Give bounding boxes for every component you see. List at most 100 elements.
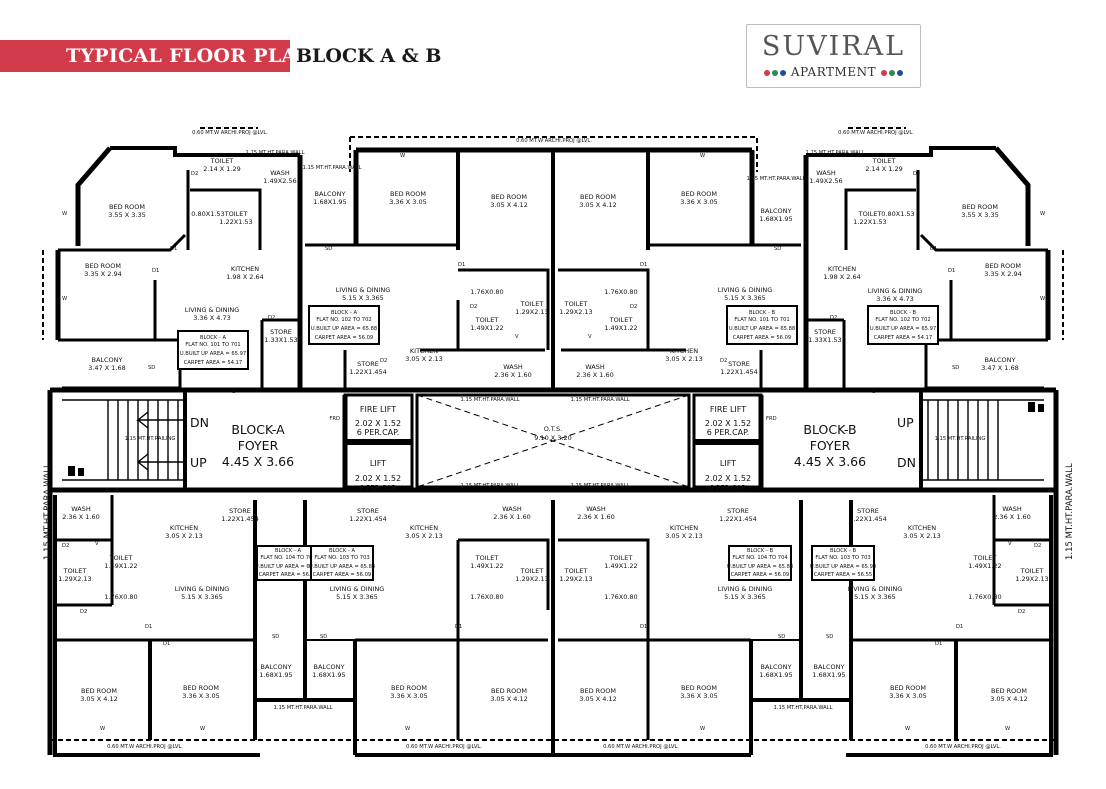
room-label: BED ROOM [491, 687, 527, 695]
room-dim: 1.68X1.95 [759, 215, 792, 223]
room-dim: 5.15 X 3.365 [724, 593, 766, 601]
room-label: LIVING & DINING [336, 286, 391, 294]
door-mark: D2 [830, 315, 837, 321]
block-a-foyer: FOYER [238, 438, 279, 453]
room-label: WASH [502, 505, 522, 513]
para-wall-label: 1.15 MT.HT.PARA.WALL [303, 165, 362, 171]
room-dim: 3.05 X 4.12 [579, 695, 617, 703]
room-label: BED ROOM [681, 684, 717, 692]
room-label: TOILET [109, 554, 133, 562]
room-dim: 3.35 X 2.94 [984, 270, 1022, 278]
room-label: KITCHEN [231, 265, 259, 273]
flat-block: BLOCK - B [830, 548, 857, 554]
door-mark: D1 [930, 246, 937, 252]
flat-number: FLAT NO. 101 TO 701 [734, 317, 789, 323]
room-label: BALCONY [91, 356, 122, 364]
room-dim: 1.49X1.22 [604, 324, 637, 332]
page-subtitle: BLOCK A & B [296, 45, 442, 67]
flat-number: FLAT NO. 103 TO 703 [314, 555, 369, 561]
door-mark: SD [272, 634, 279, 640]
flat-builtup: U.BUILT UP AREA = 65.88 [311, 326, 377, 332]
room-dim: 3.05 X 2.13 [165, 532, 203, 540]
lift-a-name: LIFT [370, 459, 386, 468]
room-label: LIVING & DINING [330, 585, 385, 593]
flat-number: FLAT NO. 103 TO 703 [815, 555, 870, 561]
room-dim: 1.22X1.53 [853, 218, 886, 226]
flat-info-boxes: BLOCK - A FLAT NO. 101 TO 701 U.BUILT UP… [177, 305, 939, 581]
vent-mark: V [95, 541, 99, 547]
window-mark: W [700, 153, 705, 159]
room-dim: 2.36 X 1.60 [576, 371, 614, 379]
door-mark: SD [826, 634, 833, 640]
flat-carpet: CARPET AREA = 54.17 [874, 335, 932, 341]
logo-dot-icon [771, 69, 778, 76]
room-label: BED ROOM [85, 262, 121, 270]
flat-block: BLOCK - A [200, 335, 227, 341]
flat-top-center-b: BED ROOM 3.05 X 4.12 BED ROOM 3.36 X 3.0… [559, 190, 772, 379]
flat-carpet: CARPET AREA = 56.55 [814, 572, 872, 578]
room-label: BED ROOM [81, 687, 117, 695]
door-mark: D2 [913, 171, 920, 177]
para-wall-right-vertical: 1.15 MT.HT.PARA.WALL [1065, 463, 1075, 560]
flat-carpet: CARPET AREA = 56.09 [313, 572, 371, 578]
room-label: BED ROOM [391, 684, 427, 692]
flat-bottom-left: WASH 2.36 X 1.60 KITCHEN 3.05 X 2.13 STO… [58, 505, 292, 703]
flat-info-b702: BLOCK - B FLAT NO. 102 TO 702 U.BUILT UP… [867, 305, 939, 345]
room-label: BED ROOM [580, 687, 616, 695]
room-label: STORE [857, 507, 879, 515]
room-label: TOILET [475, 316, 499, 324]
block-a-up: UP [190, 455, 207, 470]
block-b-up: UP [897, 415, 914, 430]
room-label: LIVING & DINING [185, 306, 240, 314]
room-label: WASH [71, 505, 91, 513]
room-dim: 1.49X1.22 [470, 562, 503, 570]
room-label: BED ROOM [183, 684, 219, 692]
logo-dot-icon [763, 69, 770, 76]
room-dim: 1.49X1.22 [968, 562, 1001, 570]
door-mark: SD [148, 365, 155, 371]
room-label: WASH [816, 169, 836, 177]
room-label: STORE [357, 360, 379, 368]
window-mark: W [1040, 211, 1045, 217]
room-label: BED ROOM [580, 193, 616, 201]
room-dim: 1.22X1.454 [221, 515, 259, 523]
window-mark: W [62, 211, 67, 217]
room-dim: 2.36 X 1.60 [577, 513, 615, 521]
flat-builtup: U.BUILT UP AREA = 65.97 [870, 326, 936, 332]
para-wall-bot-b: 1.15 MT.HT.PARA.WALL [774, 705, 833, 711]
archi-proj-top-left: 0.60 MT.W ARCHI.PROJ @LVL. [192, 130, 268, 136]
room-label: BED ROOM [962, 203, 998, 211]
logo-sub-text: APARTMENT [790, 65, 877, 79]
room-label: TOILET [858, 210, 882, 218]
para-wall-core-bot-a: 1.15 MT.HT.PARA.WALL [461, 483, 520, 489]
room-label: LIVING & DINING [718, 585, 773, 593]
room-label: BALCONY [314, 190, 345, 198]
room-dim: 3.47 X 1.68 [981, 364, 1019, 372]
flat-info-b701: BLOCK - B FLAT NO. 101 TO 701 U.BUILT UP… [726, 305, 798, 345]
flat-builtup: U.BUILT UP AREA = 65.88 [309, 564, 375, 570]
para-wall-label: 1.15 MT.HT.PARA.WALL [806, 150, 865, 156]
page-title: TYPICAL FLOOR PLAN [66, 45, 315, 67]
header-banner [0, 40, 290, 72]
lift-a-cap: 6 PER.CAP. [359, 484, 396, 492]
room-label: WASH [586, 505, 606, 513]
small-dim: 0.80X1.53 [881, 210, 914, 218]
room-label: BALCONY [260, 663, 291, 671]
lift-b-name: LIFT [720, 459, 736, 468]
room-dim: 2.36 X 1.60 [62, 513, 100, 521]
core-labels: BLOCK-A FOYER 4.45 X 3.66 DN UP BLOCK-B … [125, 397, 986, 492]
room-label: WASH [503, 363, 523, 371]
room-dim: 3.05 X 4.12 [490, 695, 528, 703]
door-mark: D2 [1018, 609, 1025, 615]
room-dim: 3.05 X 2.13 [665, 355, 703, 363]
flat-info-a702: BLOCK - A FLAT NO. 102 TO 702 U.BUILT UP… [308, 305, 380, 345]
room-dim: 3.36 X 3.05 [680, 198, 718, 206]
room-dim: 3.05 X 2.13 [665, 532, 703, 540]
flat-info-b704: BLOCK - B FLAT NO. 104 TO 704 U.BUILT UP… [727, 545, 793, 581]
para-wall-core-top-b: 1.15 MT.HT.PARA.WALL [571, 397, 630, 403]
flat-carpet: CARPET AREA = 54.17 [184, 360, 242, 366]
door-mark: D1 [145, 624, 152, 630]
flat-number: FLAT NO. 104 TO 704 [260, 555, 316, 561]
archi-proj-bot-1: 0.60 MT.W ARCHI.PROJ @LVL. [107, 744, 183, 750]
small-dim: 1.76X0.80 [470, 288, 503, 296]
